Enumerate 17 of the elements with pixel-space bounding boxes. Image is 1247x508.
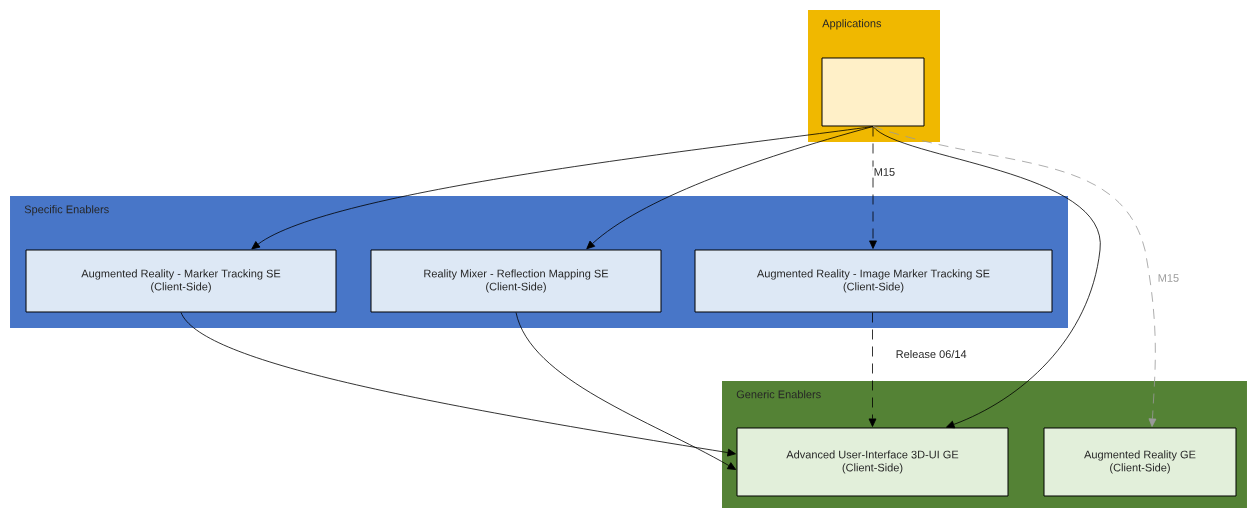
arrow (869, 126, 877, 249)
process-box: Augmented Reality GE (Client-Side) (1043, 427, 1237, 497)
arrow (515, 312, 737, 470)
edge-label: Release 06/14 (894, 348, 969, 360)
arrow (872, 126, 1157, 427)
process-box: Augmented Reality - Marker Tracking SE (Client-Side) (25, 249, 337, 313)
arrow (586, 126, 874, 250)
arrow (180, 312, 736, 457)
edge-label: M15 (1156, 272, 1181, 284)
arrow (868, 312, 877, 427)
edge-label: M15 (872, 166, 897, 178)
process-box: Augmented Reality - Image Marker Tracking SE (Client-Side) (694, 249, 1053, 313)
empty-box (821, 57, 925, 127)
arrow (872, 126, 1101, 429)
process-box: Reality Mixer - Reflection Mapping SE (Client-Side) (370, 249, 662, 313)
process-box: Advanced User-Interface 3D-UI GE (Client-Side) (736, 427, 1009, 497)
arrow (251, 126, 874, 250)
